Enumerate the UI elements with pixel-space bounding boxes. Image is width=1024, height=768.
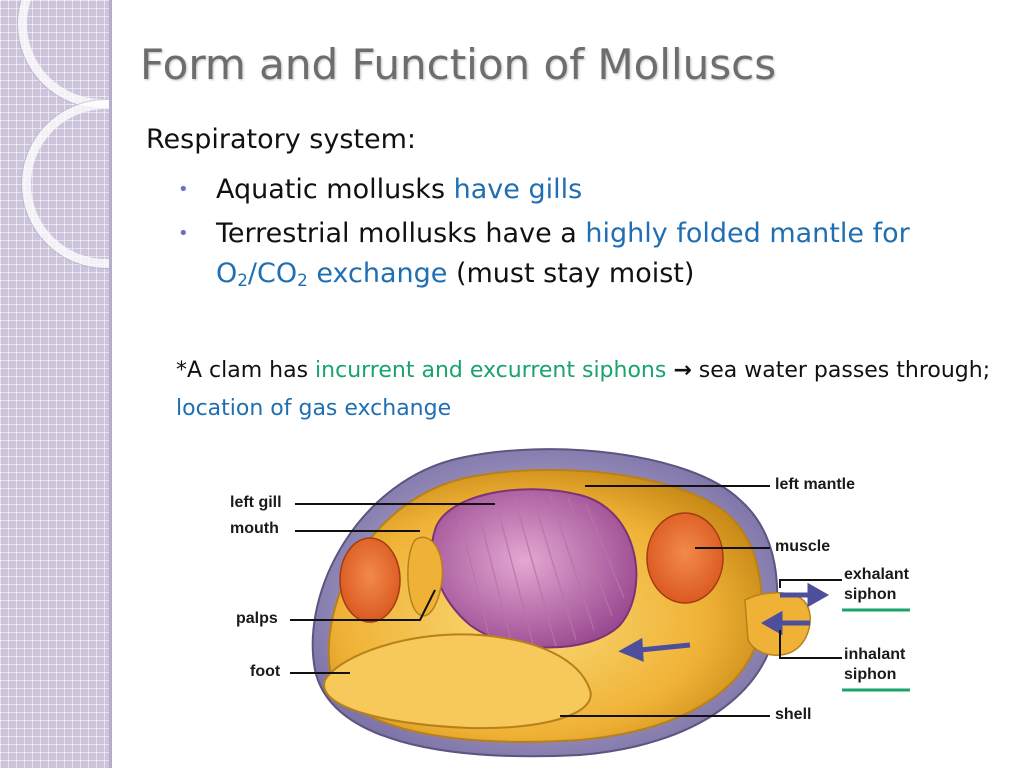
bullet-icon: • (178, 179, 189, 200)
note-text: sea water passes through; (691, 358, 991, 383)
clam-note: *A clam has incurrent and excurrent siph… (176, 352, 1016, 428)
bullet-item-aquatic: • Aquatic mollusks have gills (178, 170, 976, 210)
bullet-list: • Aquatic mollusks have gills • Terrestr… (178, 170, 996, 300)
note-highlight-blue: location of gas exchange (176, 396, 452, 421)
bullet-highlight: have gills (453, 174, 583, 205)
clam-anatomy-diagram: left gill mouth palps foot left mantle m… (220, 440, 940, 768)
slide-title: Form and Function of Molluscs (140, 40, 777, 89)
label-exhalant-siphon: siphon (844, 586, 897, 603)
label-palps: palps (236, 610, 278, 627)
label-muscle: muscle (775, 538, 831, 555)
label-inhalant-siphon: siphon (844, 666, 897, 683)
o2-subscript: 2 (237, 270, 248, 291)
highlight-part: highly folded mantle for (585, 218, 910, 249)
co2-base: /CO (247, 258, 298, 289)
bullet-highlight: highly folded mantle for O2/CO2 exchange (216, 218, 910, 291)
co2-subscript: 2 (297, 270, 308, 291)
foot-shape (323, 633, 592, 730)
o2-base: O (216, 258, 238, 289)
bullet-item-terrestrial: • Terrestrial mollusks have a highly fol… (178, 214, 996, 300)
gill-lines (459, 493, 625, 649)
label-exhalant: exhalant (844, 566, 909, 583)
bullet-text: Aquatic mollusks (216, 174, 454, 205)
highlight-part: exchange (307, 258, 448, 289)
bullet-icon: • (178, 223, 189, 244)
note-text: *A clam has (176, 358, 316, 383)
right-arrow-icon: → (673, 358, 692, 383)
clam-illustration (290, 448, 910, 758)
side-band-edge (109, 0, 112, 768)
decorative-ring (22, 100, 112, 268)
label-left-mantle: left mantle (775, 476, 856, 493)
side-decoration-band (0, 0, 112, 768)
leader-lines (290, 485, 842, 717)
label-shell: shell (775, 706, 812, 723)
bullet-suffix: (must stay moist) (447, 258, 695, 289)
label-inhalant: inhalant (844, 646, 906, 663)
decorative-ring (18, 0, 112, 108)
palps-shape (407, 536, 444, 617)
label-foot: foot (250, 663, 281, 680)
bullet-text: Terrestrial mollusks have a (216, 218, 586, 249)
muscle-front (339, 537, 401, 623)
label-left-gill: left gill (230, 494, 282, 511)
label-mouth: mouth (230, 520, 279, 537)
muscle-rear (646, 512, 724, 604)
section-heading: Respiratory system: (146, 124, 416, 155)
note-highlight-green: incurrent and excurrent siphons (315, 358, 667, 383)
flow-arrows (618, 582, 830, 662)
